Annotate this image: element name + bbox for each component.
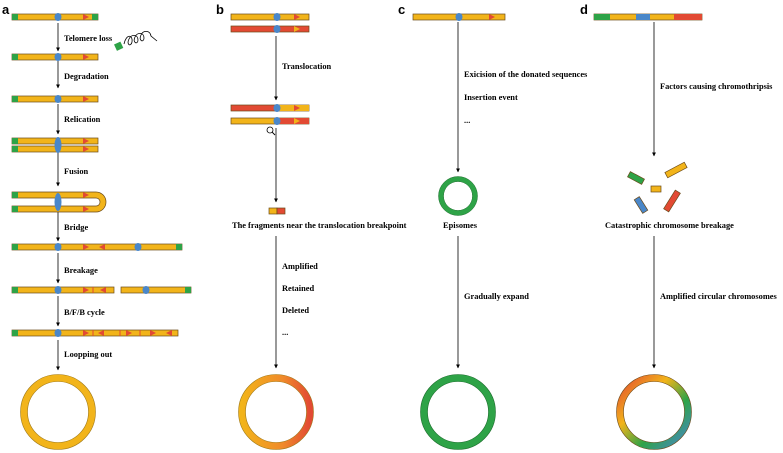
panel-letter-c: c — [398, 2, 405, 17]
magnifier-icon — [266, 126, 276, 136]
degradation-spiral — [123, 30, 158, 46]
step-degradation: Degradation — [64, 72, 109, 81]
ecdna-circle-c — [420, 374, 496, 450]
panel-d: d Factors causing chromothripsis Catastr… — [580, 2, 778, 450]
chromosome-a-5 — [11, 191, 107, 213]
ecdna-circle-b — [238, 374, 314, 450]
chromosome-a-3 — [11, 95, 99, 103]
chromosome-c — [412, 13, 506, 21]
event-excision: Exicision of the donated sequences — [464, 70, 588, 79]
panel-a: a Telomere loss Degradation Relication F… — [2, 2, 192, 450]
event-more: ... — [464, 116, 470, 125]
expand-label: Gradually expand — [464, 292, 529, 301]
panel-letter-a: a — [2, 2, 10, 17]
chromosome-a-8 — [11, 329, 179, 337]
step-telomere-loss: Telomere loss — [64, 34, 113, 43]
step-breakage: Breakage — [64, 266, 98, 275]
panel-c: c Exicision of the donated sequences Ins… — [398, 2, 588, 450]
chromosome-a-6 — [11, 243, 183, 251]
shattered-fragments — [627, 161, 688, 214]
step-loopping-out: Loopping out — [64, 350, 112, 359]
outcome-deleted: Deleted — [282, 306, 309, 315]
step-relication: Relication — [64, 115, 101, 124]
chromosome-b-red — [230, 25, 310, 33]
chromosome-a-4 — [11, 137, 99, 153]
chromosome-b-translocated-1 — [230, 104, 310, 112]
step-translocation: Translocation — [282, 62, 332, 71]
chromosome-a-7 — [11, 286, 192, 294]
episome-circle — [438, 176, 478, 216]
step-bfb-cycle: B/F/B cycle — [64, 308, 105, 317]
breakage-label: Catastrophic chromosome breakage — [605, 221, 734, 230]
lost-telomere-fragment — [114, 41, 124, 51]
chromosome-b-yellow — [230, 13, 310, 21]
outcome-amplified: Amplified — [282, 262, 318, 271]
episome-label: Episomes — [443, 221, 478, 230]
chromosome-b-translocated-2 — [230, 117, 310, 125]
step-fusion: Fusion — [64, 167, 89, 176]
breakpoint-fragment — [268, 207, 286, 215]
fragment-label: The fragments near the translocation bre… — [232, 221, 407, 230]
ecdna-circle-d — [616, 374, 692, 450]
chromosome-d — [593, 13, 703, 21]
outcome-more: ... — [282, 328, 288, 337]
result-label: Amplified circular chromosomes — [660, 292, 778, 301]
chromosome-a-1 — [11, 13, 99, 21]
ecdna-circle-a — [20, 374, 96, 450]
chromosome-a-2 — [11, 53, 99, 61]
panel-b: b Translocation — [216, 2, 407, 450]
panel-letter-b: b — [216, 2, 224, 17]
panel-letter-d: d — [580, 2, 588, 17]
step-bridge: Bridge — [64, 223, 88, 232]
cause-label: Factors causing chromothripsis — [660, 82, 773, 91]
outcome-retained: Retained — [282, 284, 314, 293]
event-insertion: Insertion event — [464, 93, 518, 102]
